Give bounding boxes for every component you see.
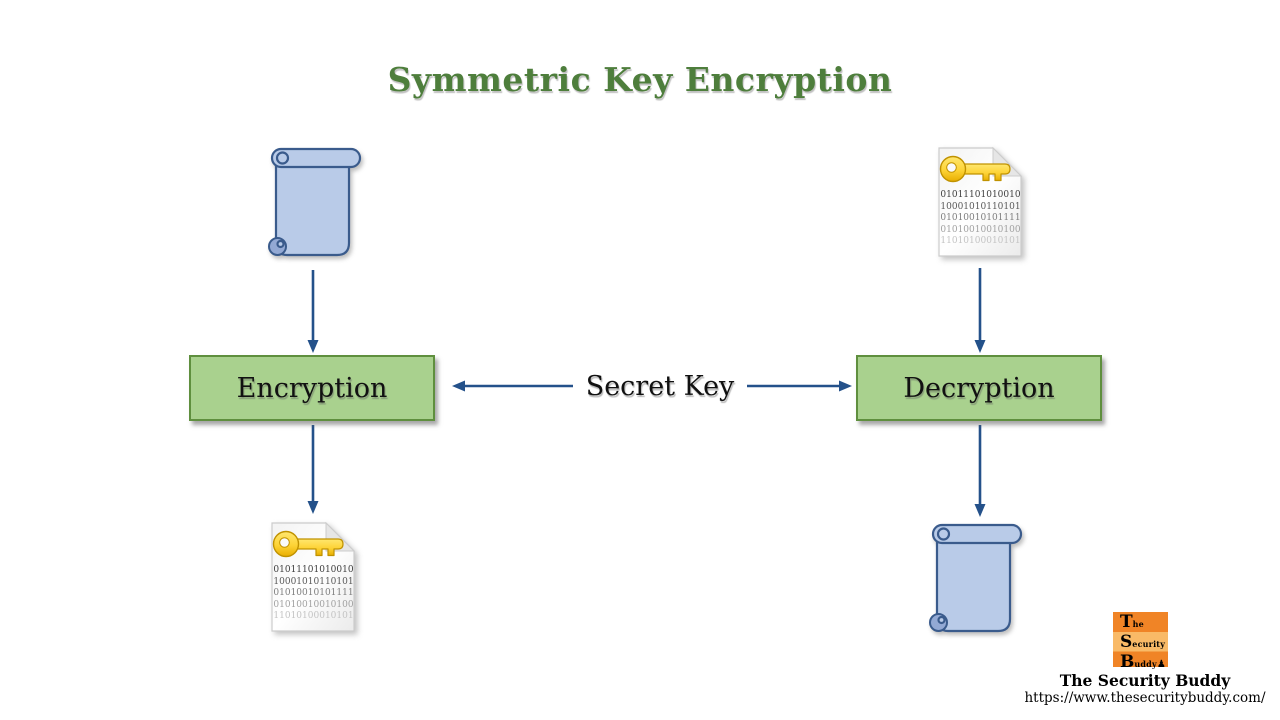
- encryption-box-label: Encryption: [236, 372, 388, 404]
- encrypted-file-shape: [271, 521, 356, 632]
- binary-line: 01011101010010: [273, 565, 354, 575]
- plaintext-scroll-icon: [922, 518, 1026, 640]
- encrypted-file-shape: [938, 146, 1023, 257]
- binary-text: 01011101010010 10001010110101 0101001010…: [265, 565, 362, 623]
- binary-line: 01010010101111: [940, 213, 1021, 224]
- binary-line: 01010010101111: [273, 588, 354, 599]
- decryption-box: Decryption: [856, 355, 1102, 421]
- arrow-decryption-to-plaintext: [974, 425, 986, 517]
- arrow-plaintext-to-encryption: [307, 270, 319, 353]
- secret-key-label: Secret Key: [585, 371, 735, 402]
- plaintext-scroll-icon: [261, 142, 365, 264]
- binary-line: 10001010110101: [940, 201, 1021, 212]
- page-title: Symmetric Key Encryption: [387, 60, 893, 99]
- binary-line: 10001010110101: [273, 576, 354, 587]
- encrypted-file-icon: 01011101010010 10001010110101 0101001010…: [265, 520, 362, 637]
- logo-row: Buddy♟: [1120, 652, 1166, 672]
- key-icon: [272, 530, 344, 558]
- scroll-shape: [929, 523, 1023, 633]
- binary-line: 01010010010100: [940, 224, 1021, 235]
- encrypted-file-icon: 01011101010010 10001010110101 0101001010…: [932, 145, 1029, 262]
- arrow-secretkey-to-decryption: [747, 380, 852, 392]
- binary-text: 01011101010010 10001010110101 0101001010…: [932, 190, 1029, 248]
- key-icon: [939, 155, 1011, 183]
- decryption-box-label: Decryption: [903, 372, 1055, 404]
- arrow-encryption-to-ciphertext: [307, 425, 319, 514]
- logo-row: The: [1120, 612, 1144, 632]
- footer-branding: The Security Buddy https://www.thesecuri…: [1013, 671, 1277, 707]
- brand-url: https://www.thesecuritybuddy.com/: [1024, 690, 1266, 706]
- arrow-secretkey-to-encryption: [452, 380, 573, 392]
- binary-line: 11010100010101: [940, 236, 1021, 247]
- encryption-box: Encryption: [189, 355, 435, 421]
- brand-name: The Security Buddy: [1059, 671, 1231, 690]
- tsb-logo: The Security Buddy♟: [1113, 612, 1168, 671]
- scroll-shape: [268, 147, 362, 257]
- binary-line: 01010010010100: [273, 599, 354, 610]
- person-icon: ♟: [1156, 659, 1166, 670]
- binary-line: 11010100010101: [273, 611, 354, 622]
- logo-row: Security: [1120, 632, 1166, 652]
- arrow-ciphertext-to-decryption: [974, 268, 986, 353]
- binary-line: 01011101010010: [940, 190, 1021, 200]
